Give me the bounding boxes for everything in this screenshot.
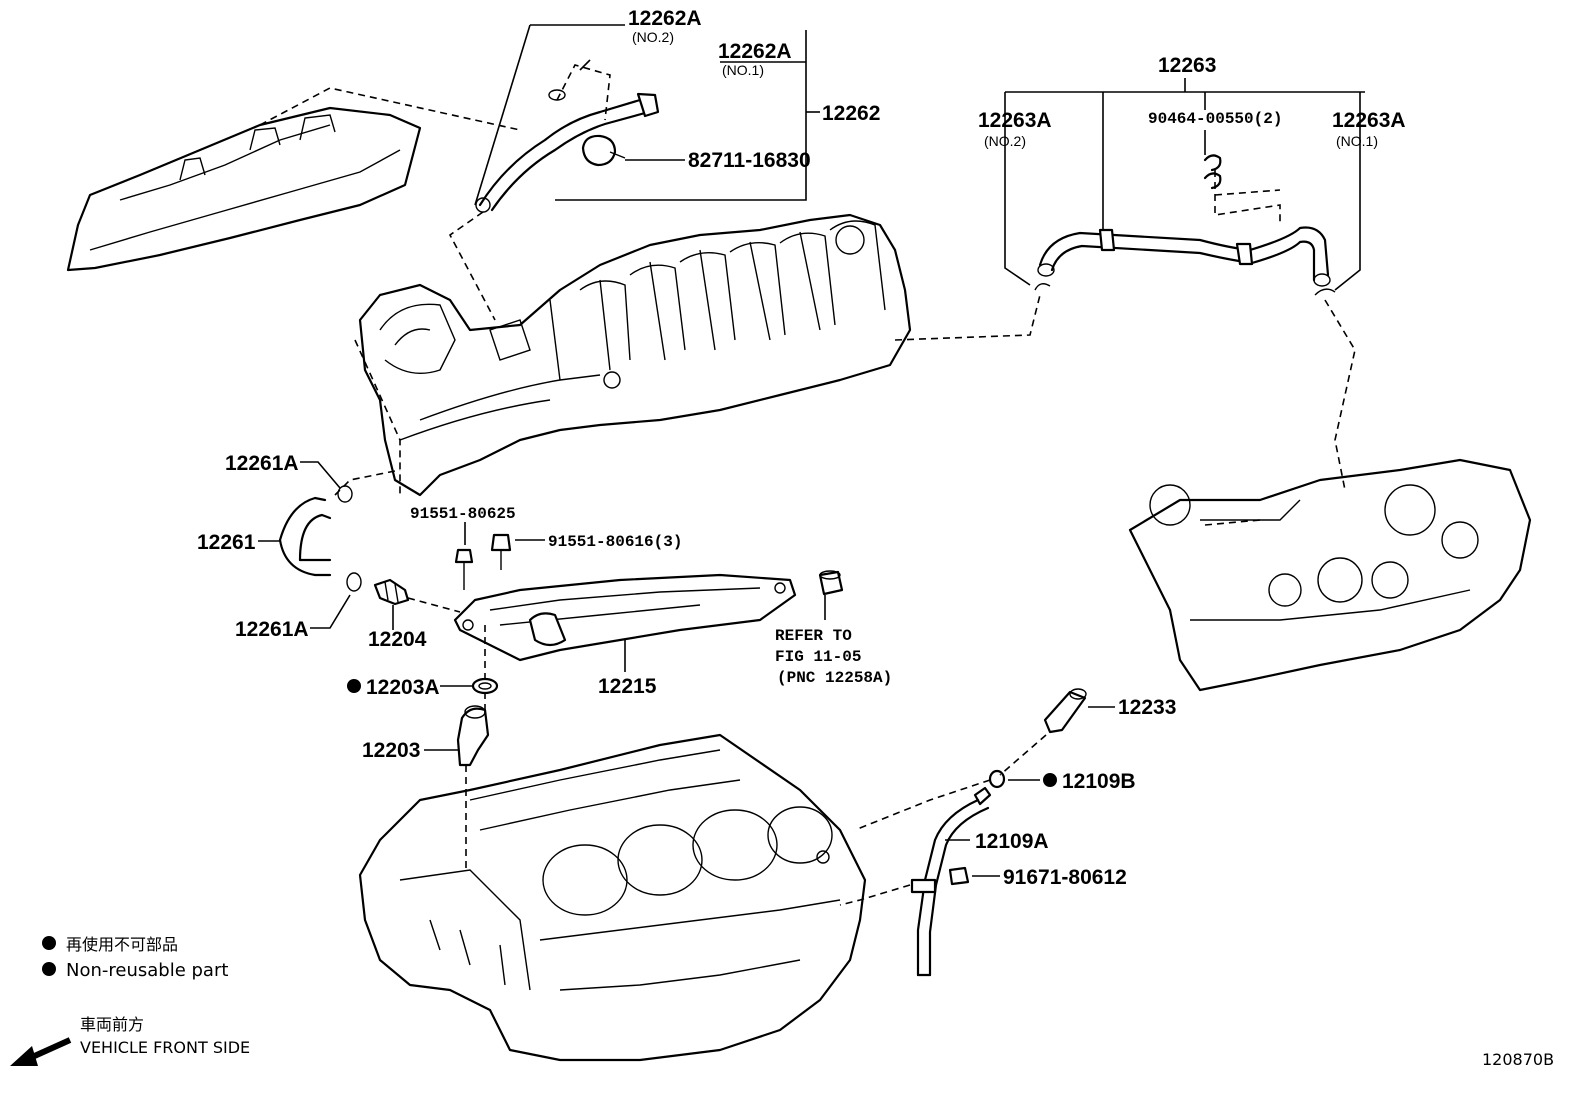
label-82711-16830: 82711-16830 bbox=[688, 149, 811, 172]
intake-manifold bbox=[358, 213, 912, 497]
label-12203: 12203 bbox=[362, 739, 420, 762]
label-12263A-no2-sub: (NO.2) bbox=[984, 133, 1026, 149]
label-refer-line1: REFER TO bbox=[775, 627, 852, 645]
label-12261A-top: 12261A bbox=[225, 452, 299, 475]
non-reusable-dot-12109B bbox=[1043, 773, 1057, 787]
legend-en-text: Non-reusable part bbox=[66, 960, 228, 981]
label-12109A: 12109A bbox=[975, 830, 1049, 853]
dashed-leaders bbox=[259, 87, 1356, 906]
label-refer-line3: (PNC 12258A) bbox=[777, 669, 892, 687]
label-12262: 12262 bbox=[822, 102, 880, 125]
label-12262A-no1-sub: (NO.1) bbox=[722, 62, 764, 78]
hose-12262-group bbox=[475, 64, 660, 213]
label-12262A-no2-sub: (NO.2) bbox=[632, 29, 674, 45]
part-labels: 12262A (NO.2) 12262A (NO.1) 12262 82711-… bbox=[197, 7, 1406, 889]
label-12263A-no1: 12263A bbox=[1332, 109, 1406, 132]
label-12215: 12215 bbox=[598, 675, 657, 698]
cylinder-head-right bbox=[1128, 458, 1532, 692]
label-12204: 12204 bbox=[368, 628, 427, 651]
vehicle-front-indicator: 車両前方 VEHICLE FRONT SIDE bbox=[10, 1015, 250, 1066]
front-arrow-icon bbox=[10, 1037, 72, 1066]
non-reusable-dot-12203A bbox=[347, 679, 361, 693]
label-12263: 12263 bbox=[1158, 54, 1216, 77]
label-12261: 12261 bbox=[197, 531, 256, 554]
label-91551-80616: 91551-80616(3) bbox=[548, 533, 682, 551]
diagram-id: 120870B bbox=[1482, 1050, 1554, 1069]
label-12233: 12233 bbox=[1118, 696, 1176, 719]
label-12262A-no2: 12262A bbox=[628, 7, 702, 30]
label-12203A: 12203A bbox=[366, 676, 440, 699]
legend-dot-jp bbox=[42, 936, 56, 950]
label-91551-80625: 91551-80625 bbox=[410, 505, 516, 523]
label-90464-00550: 90464-00550(2) bbox=[1148, 110, 1282, 128]
label-12262A-no1: 12262A bbox=[718, 40, 792, 63]
plate-12215 bbox=[453, 533, 844, 662]
label-12261A-bottom: 12261A bbox=[235, 618, 309, 641]
hose-12263-group bbox=[1034, 154, 1336, 296]
legend-dot-en bbox=[42, 962, 56, 976]
pcv-valve-12204 bbox=[373, 578, 410, 606]
direction-en-text: VEHICLE FRONT SIDE bbox=[80, 1038, 250, 1057]
legend: 再使用不可部品 Non-reusable part bbox=[42, 935, 228, 981]
label-12109B: 12109B bbox=[1062, 770, 1136, 793]
oil-level-gauge-group bbox=[910, 688, 1087, 977]
label-12263A-no1-sub: (NO.1) bbox=[1336, 133, 1378, 149]
direction-jp-text: 車両前方 bbox=[80, 1015, 144, 1034]
hose-12261-group bbox=[278, 485, 362, 592]
engine-block bbox=[358, 733, 867, 1062]
union-12203-group bbox=[456, 677, 499, 767]
label-12263A-no2: 12263A bbox=[978, 109, 1052, 132]
label-refer-line2: FIG 11-05 bbox=[775, 648, 861, 666]
label-leaders bbox=[258, 24, 1365, 877]
label-91671-80612: 91671-80612 bbox=[1003, 866, 1127, 889]
valve-cover-left bbox=[66, 106, 422, 272]
legend-jp-text: 再使用不可部品 bbox=[66, 935, 178, 954]
